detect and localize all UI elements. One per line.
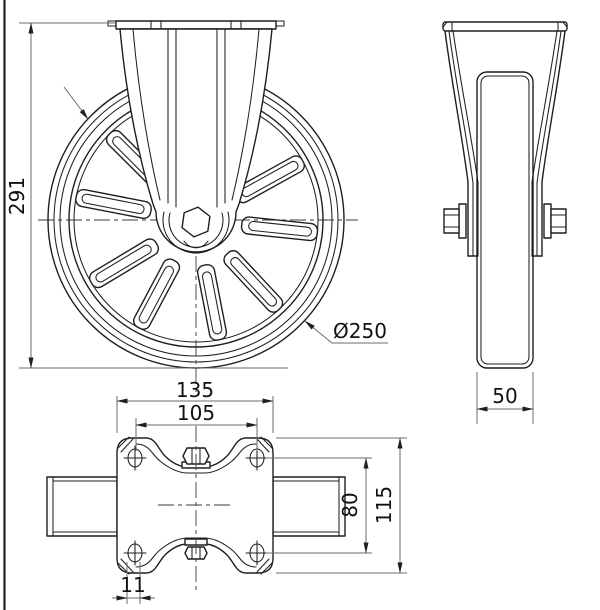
corner-ticks (117, 436, 273, 575)
dim-wheel-diameter: Ø250 (304, 319, 388, 344)
spoke (88, 238, 160, 289)
spoke (223, 250, 284, 313)
dim-11-label: 11 (120, 573, 145, 597)
bottom-view: 135 105 80 115 (46, 378, 407, 604)
dim-tread-width: 50 (476, 372, 534, 424)
dim-slot-width: 11 (112, 562, 155, 604)
dim-115-label: 115 (372, 486, 396, 524)
dim-291-label: 291 (5, 177, 29, 215)
spoke (240, 216, 319, 242)
dim-80-label: 80 (338, 492, 362, 517)
bottom-wheel (46, 476, 346, 537)
dim-50-label: 50 (492, 384, 517, 408)
axle-arc (183, 240, 209, 249)
side-wheel (476, 71, 534, 369)
front-view: 291 Ø250 (5, 20, 388, 392)
side-axle-bolt (443, 203, 567, 239)
dim-overall-height: 291 (5, 22, 288, 369)
dim-plate-depth: 115 (276, 437, 407, 574)
tire-leader-arrow (63, 86, 89, 120)
dim-plate-width: 135 (116, 378, 274, 433)
dim-105-label: 105 (177, 401, 215, 425)
dim-250-label: Ø250 (333, 319, 387, 343)
side-top-plate (442, 21, 568, 32)
dim-135-label: 135 (176, 378, 214, 402)
bottom-centerlines (158, 426, 234, 592)
front-fork (119, 28, 273, 254)
spoke (75, 188, 152, 220)
dim-hole-spacing-depth: 80 (266, 457, 372, 554)
spoke (196, 264, 228, 341)
front-top-plate (107, 20, 285, 30)
dim-hole-spacing-width: 105 (135, 401, 258, 451)
side-view: 50 (442, 21, 568, 424)
side-fork-legs (444, 30, 566, 257)
spoke (132, 258, 181, 330)
axle-nut (181, 206, 211, 238)
